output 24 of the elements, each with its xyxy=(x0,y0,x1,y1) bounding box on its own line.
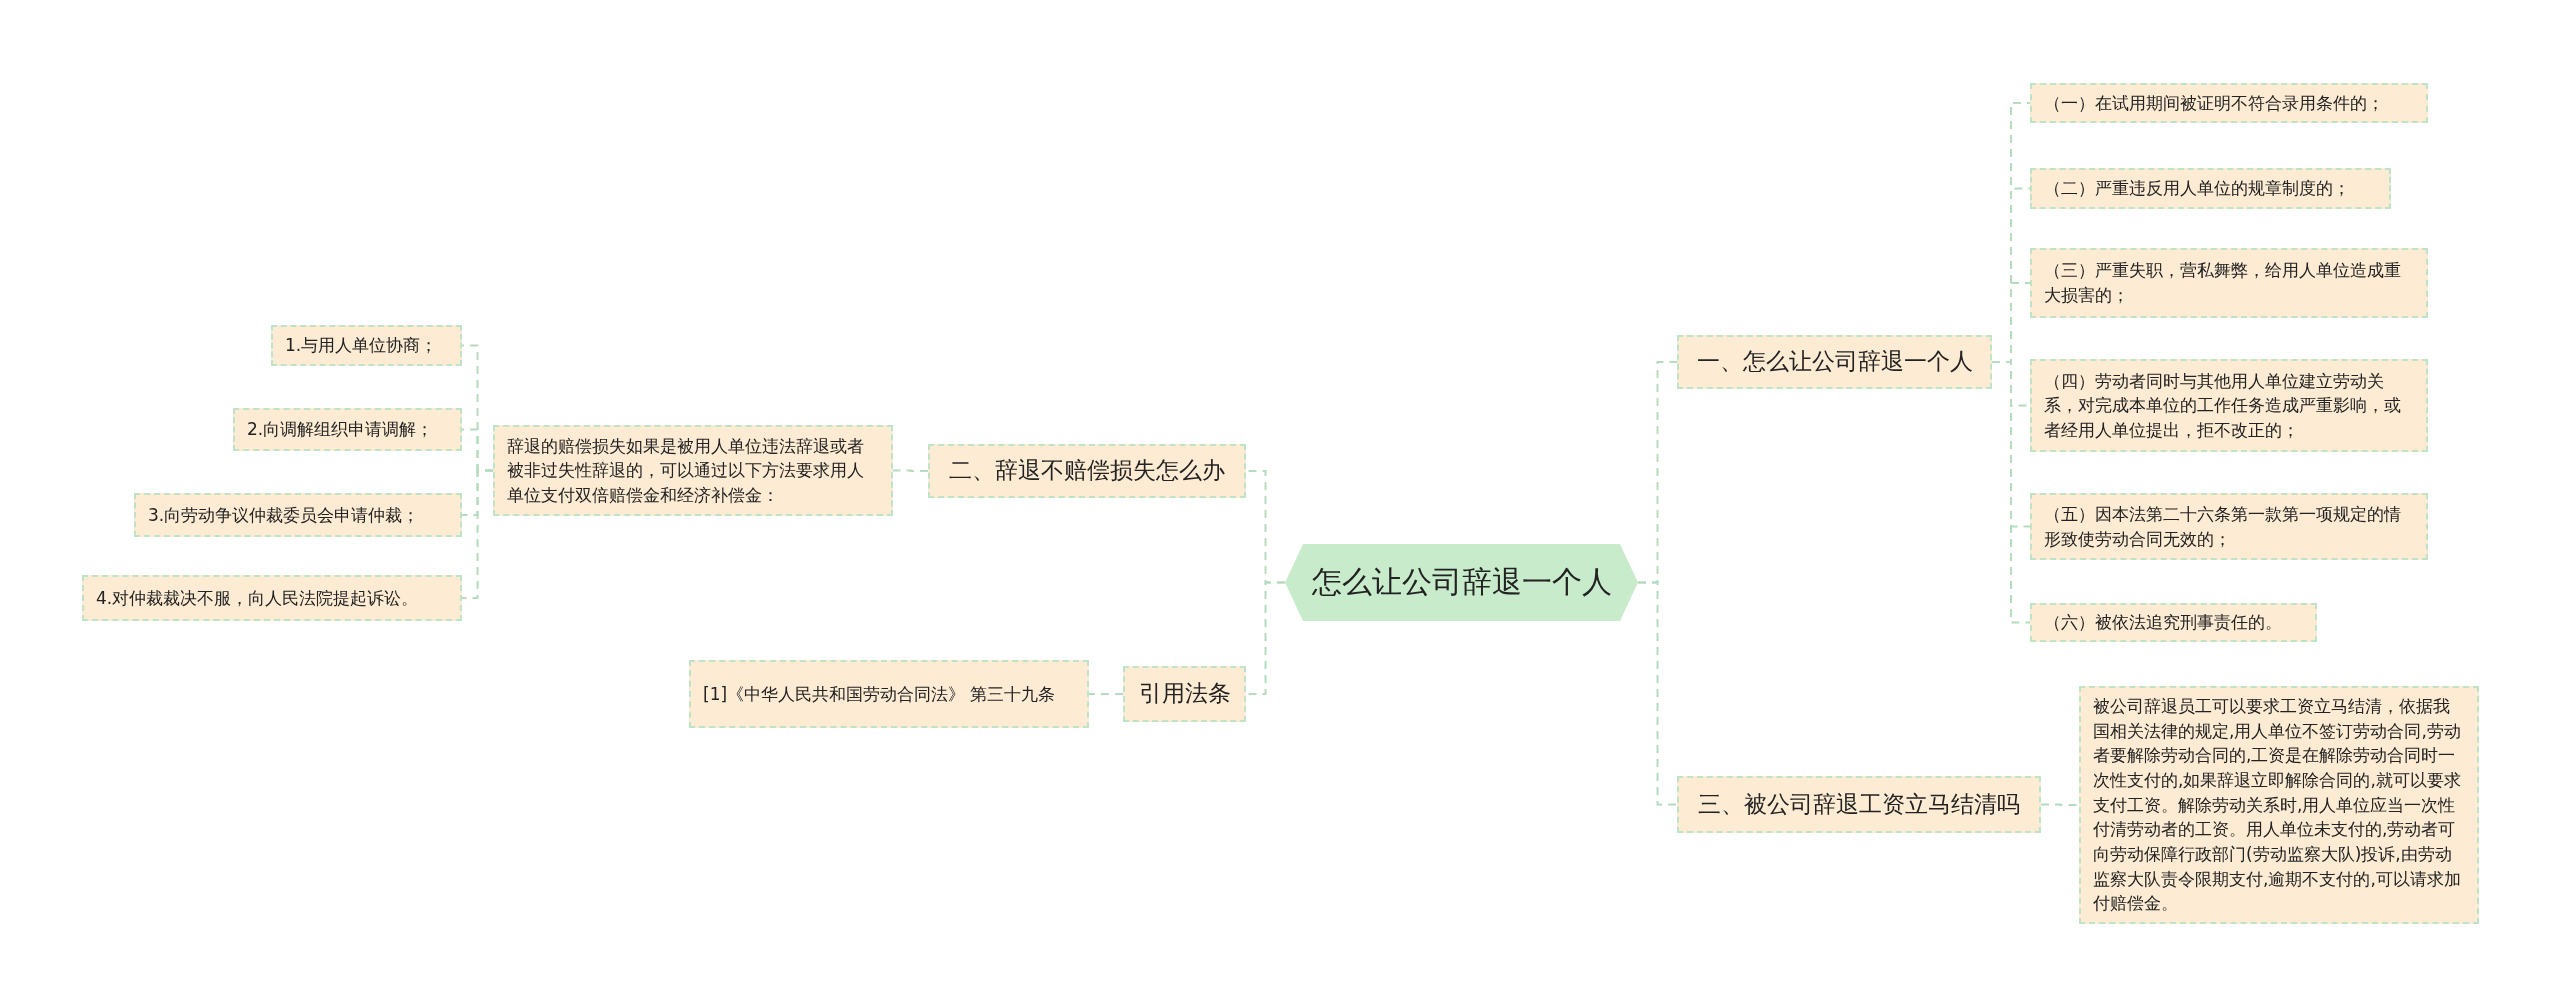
note-box: 4.对仲裁裁决不服，向人民法院提起诉讼。 xyxy=(82,575,462,621)
note-box: （四）劳动者同时与其他用人单位建立劳动关系，对完成本单位的工作任务造成严重影响，或者经用人单位提出，拒不改正的； xyxy=(2030,359,2428,452)
note-box: （一）在试用期间被证明不符合录用条件的； xyxy=(2030,83,2428,123)
note-box: 3.向劳动争议仲裁委员会申请仲裁； xyxy=(134,493,462,537)
note-box: （六）被依法追究刑事责任的。 xyxy=(2030,603,2317,642)
central-topic: 怎么让公司辞退一个人 xyxy=(1285,544,1638,621)
note-box: （二）严重违反用人单位的规章制度的； xyxy=(2030,168,2391,209)
connector-line xyxy=(1991,361,2031,624)
topic-box: 三、被公司辞退工资立马结清吗 xyxy=(1677,776,2041,833)
connector-line xyxy=(892,469,929,472)
note-box: 辞退的赔偿损失如果是被用人单位违法辞退或者被非过失性辞退的，可以通过以下方法要求用人单位支付双倍赔偿金和经济补偿金： xyxy=(493,425,893,516)
note-box: [1]《中华人民共和国劳动合同法》 第三十九条 xyxy=(689,660,1089,728)
note-box: （五）因本法第二十六条第一款第一项规定的情形致使劳动合同无效的； xyxy=(2030,493,2428,560)
note-box: （三）严重失职，营私舞弊，给用人单位造成重大损害的； xyxy=(2030,248,2428,318)
connector-line xyxy=(1088,693,1124,695)
connector-line xyxy=(1637,581,1678,806)
topic-box: 一、怎么让公司辞退一个人 xyxy=(1677,335,1992,389)
topic-box: 二、辞退不赔偿损失怎么办 xyxy=(928,444,1246,498)
topic-box: 引用法条 xyxy=(1123,666,1246,722)
connector-line xyxy=(461,469,494,599)
connector-line xyxy=(2040,803,2080,806)
note-box: 2.向调解组织申请调解； xyxy=(233,408,462,451)
note-box: 被公司辞退员工可以要求工资立马结清，依据我国相关法律的规定,用人单位不签订劳动合同,劳动者要解除劳动合同的,工资是在解除劳动合同时一次性支付的,如果辞退立即解除合同的,就可以要求支付工资。解除劳动关系时,用人单位应当一次性付清劳动者的工资。用人单位未支付的,劳动者可向劳动保障行政部门(劳动监察大队)投诉,由劳动监察大队责令限期支付,逾期不支付的,可以请求加付赔偿金。 xyxy=(2079,686,2479,924)
note-box: 1.与用人单位协商； xyxy=(271,325,462,366)
